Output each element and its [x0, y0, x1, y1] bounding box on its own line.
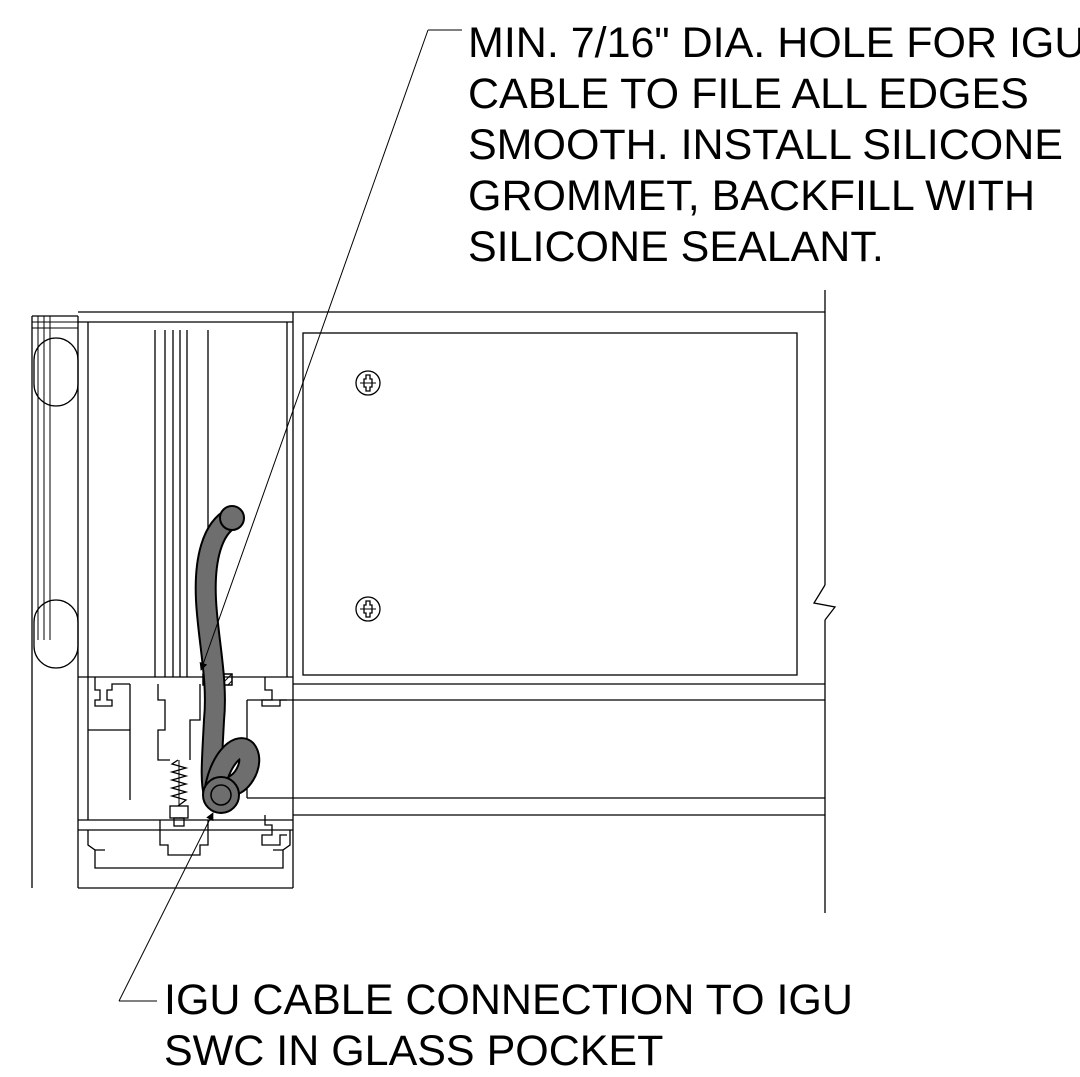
note-line: CABLE TO FILE ALL EDGES — [468, 70, 1029, 118]
note-line: SWC IN GLASS POCKET — [164, 1027, 664, 1075]
note-line: GROMMET, BACKFILL WITH — [468, 172, 1035, 220]
note-line: SILICONE SEALANT. — [468, 223, 884, 271]
left-frame-profile — [31, 315, 79, 888]
note-hole-requirements: MIN. 7/16" DIA. HOLE FOR IGU CABLE TO FI… — [468, 18, 1080, 273]
note-line: MIN. 7/16" DIA. HOLE FOR IGU — [468, 19, 1080, 67]
igu-cable — [194, 505, 261, 814]
note-line: SMOOTH. INSTALL SILICONE — [468, 121, 1063, 169]
gasket-upper — [33, 337, 79, 407]
note-cable-connection: IGU CABLE CONNECTION TO IGU SWC IN GLASS… — [164, 975, 853, 1077]
screw-upper-icon — [355, 370, 381, 396]
bottom-extrusion — [78, 677, 293, 869]
screw-lower-icon — [355, 596, 381, 622]
break-line — [812, 584, 837, 621]
note-line: IGU CABLE CONNECTION TO IGU — [164, 976, 853, 1024]
frame-outline — [78, 311, 825, 889]
right-panel — [246, 290, 837, 913]
anchor-screw-icon — [169, 759, 189, 827]
gasket-lower — [33, 599, 79, 669]
leader-top — [199, 29, 462, 671]
leader-bottom — [118, 812, 214, 1002]
